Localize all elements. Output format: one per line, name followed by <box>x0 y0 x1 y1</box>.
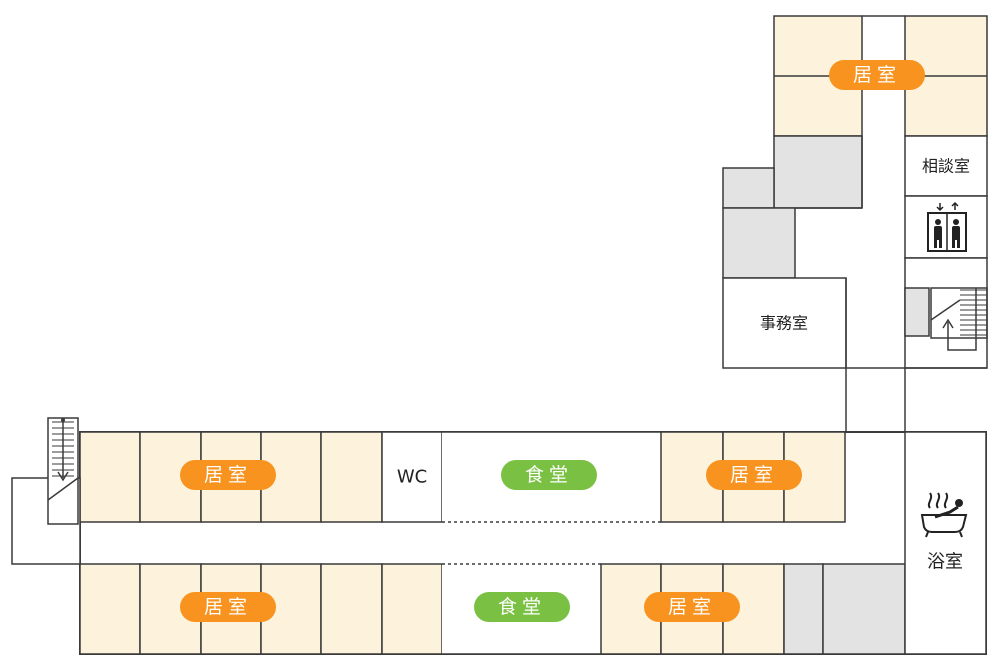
storage-stair <box>904 287 930 337</box>
room-badge-top-right: 居室 <box>706 460 802 490</box>
stairs-icon <box>47 417 79 525</box>
office-label: 事務室 <box>760 314 808 333</box>
storage-mid <box>722 207 796 279</box>
consultation-room <box>904 135 988 197</box>
storage-south-2 <box>822 563 906 655</box>
room-badge-bottom-left: 居室 <box>180 592 276 622</box>
room-label: 居室 <box>204 464 252 486</box>
office <box>722 277 847 369</box>
storage-north-b <box>722 167 775 209</box>
room-bottom-6 <box>381 563 443 655</box>
room-label: 居室 <box>204 596 252 618</box>
room-badge-bottom-right: 居室 <box>644 592 740 622</box>
room-label: 居室 <box>853 64 901 86</box>
bath-label: 浴室 <box>927 552 963 573</box>
storage-north <box>773 135 863 209</box>
room-label: 居室 <box>730 464 778 486</box>
room-badge-north: 居室 <box>829 60 925 90</box>
room-bottom-7 <box>600 563 662 655</box>
wc-room <box>381 431 443 523</box>
dining-label: 食堂 <box>498 596 546 618</box>
wc-label: WC <box>397 467 427 488</box>
elevator-icon <box>927 201 967 252</box>
dining-label: 食堂 <box>525 464 573 486</box>
dining-badge-north: 食堂 <box>501 460 597 490</box>
consultation-label: 相談室 <box>922 157 970 176</box>
room-top-5 <box>320 431 383 523</box>
room-bottom-5 <box>320 563 383 655</box>
dining-badge-south: 食堂 <box>474 592 570 622</box>
room-badge-top-left: 居室 <box>180 460 276 490</box>
stairs-icon <box>930 287 988 351</box>
storage-south-1 <box>783 563 824 655</box>
room-top-1 <box>79 431 141 523</box>
bath-icon <box>920 492 968 538</box>
bath-room <box>904 431 987 655</box>
room-label: 居室 <box>668 596 716 618</box>
room-bottom-1 <box>79 563 141 655</box>
